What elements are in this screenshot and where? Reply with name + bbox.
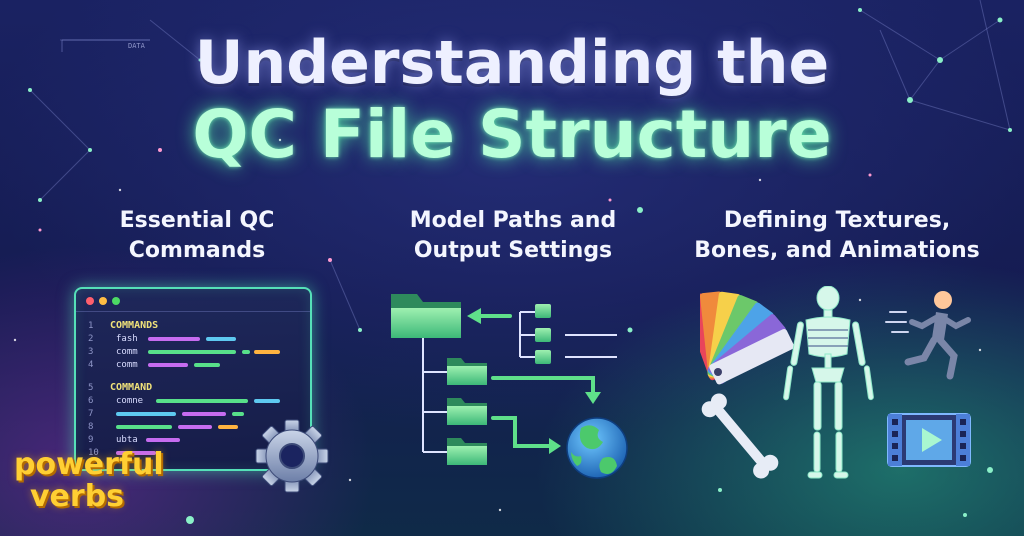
folder-icon	[535, 304, 551, 318]
code-token-bar	[242, 350, 250, 354]
window-close-dot	[86, 297, 94, 305]
code-text: comm	[116, 347, 138, 357]
assets-illustration	[700, 286, 971, 479]
code-keyword: COMMAND	[110, 382, 153, 393]
line-number: 8	[88, 422, 94, 432]
code-token-bar	[116, 425, 172, 429]
section-title-line: Output Settings	[413, 238, 613, 263]
code-token-bar	[232, 412, 244, 416]
section-title-line: Commands	[128, 238, 266, 263]
code-token-bar	[148, 350, 236, 354]
code-token-bar	[148, 337, 200, 341]
line-number: 5	[88, 383, 94, 393]
code-token-bar	[148, 363, 188, 367]
skeleton-icon	[783, 286, 874, 479]
section-title-assets: Defining Textures, Bones, and Animations	[672, 206, 1002, 266]
globe-icon	[566, 417, 628, 479]
line-number: 1	[88, 321, 94, 331]
video-play-icon	[887, 413, 971, 467]
folder-icon	[535, 328, 551, 342]
code-token-bar	[156, 399, 248, 403]
code-token-bar	[254, 350, 280, 354]
code-token-bar	[116, 412, 176, 416]
code-token-bar	[254, 399, 280, 403]
code-token-bar	[206, 337, 236, 341]
code-text: fash	[116, 334, 138, 344]
folder-tree-diagram	[391, 294, 628, 479]
section-title-line: Essential QC	[119, 208, 275, 233]
folder-icon	[535, 350, 551, 364]
line-number: 4	[88, 360, 94, 370]
code-token-bar	[116, 451, 156, 455]
section-title-line: Bones, and Animations	[694, 238, 980, 263]
line-number: 3	[88, 347, 94, 357]
code-token-bar	[146, 438, 180, 442]
line-number: 9	[88, 435, 94, 445]
line-number: 6	[88, 396, 94, 406]
code-text: ubta	[116, 435, 138, 445]
section-title-line: Defining Textures,	[723, 208, 951, 233]
section-title-paths: Model Paths and Output Settings	[368, 206, 658, 266]
folder-icon	[447, 358, 487, 385]
code-token-bar	[178, 425, 212, 429]
running-figure-icon	[885, 291, 971, 380]
section-title-commands: Essential QC Commands	[92, 206, 302, 266]
brand-logo-line-1: powerful	[14, 447, 164, 482]
code-text: comne	[116, 396, 144, 406]
window-maximize-dot	[112, 297, 120, 305]
folder-icon	[447, 438, 487, 465]
data-label: DATA	[128, 42, 145, 50]
folder-icon	[447, 398, 487, 425]
section-title-line: Model Paths and	[409, 208, 617, 233]
folder-icon	[391, 294, 461, 338]
gear-icon	[255, 419, 329, 493]
line-number: 10	[88, 448, 99, 458]
line-number: 2	[88, 334, 94, 344]
code-text: comm	[116, 360, 138, 370]
title-divider	[76, 311, 310, 312]
line-number: 7	[88, 409, 94, 419]
code-token-bar	[218, 425, 238, 429]
title-line-2: QC File Structure	[192, 96, 832, 173]
code-keyword: COMMANDS	[110, 320, 159, 331]
window-minimize-dot	[99, 297, 107, 305]
code-token-bar	[194, 363, 220, 367]
title-line-1: Understanding the	[194, 28, 830, 98]
bone-icon	[701, 393, 779, 479]
code-token-bar	[182, 412, 226, 416]
color-swatch-icon	[700, 291, 795, 385]
brand-logo-line-2: verbs	[30, 479, 125, 514]
